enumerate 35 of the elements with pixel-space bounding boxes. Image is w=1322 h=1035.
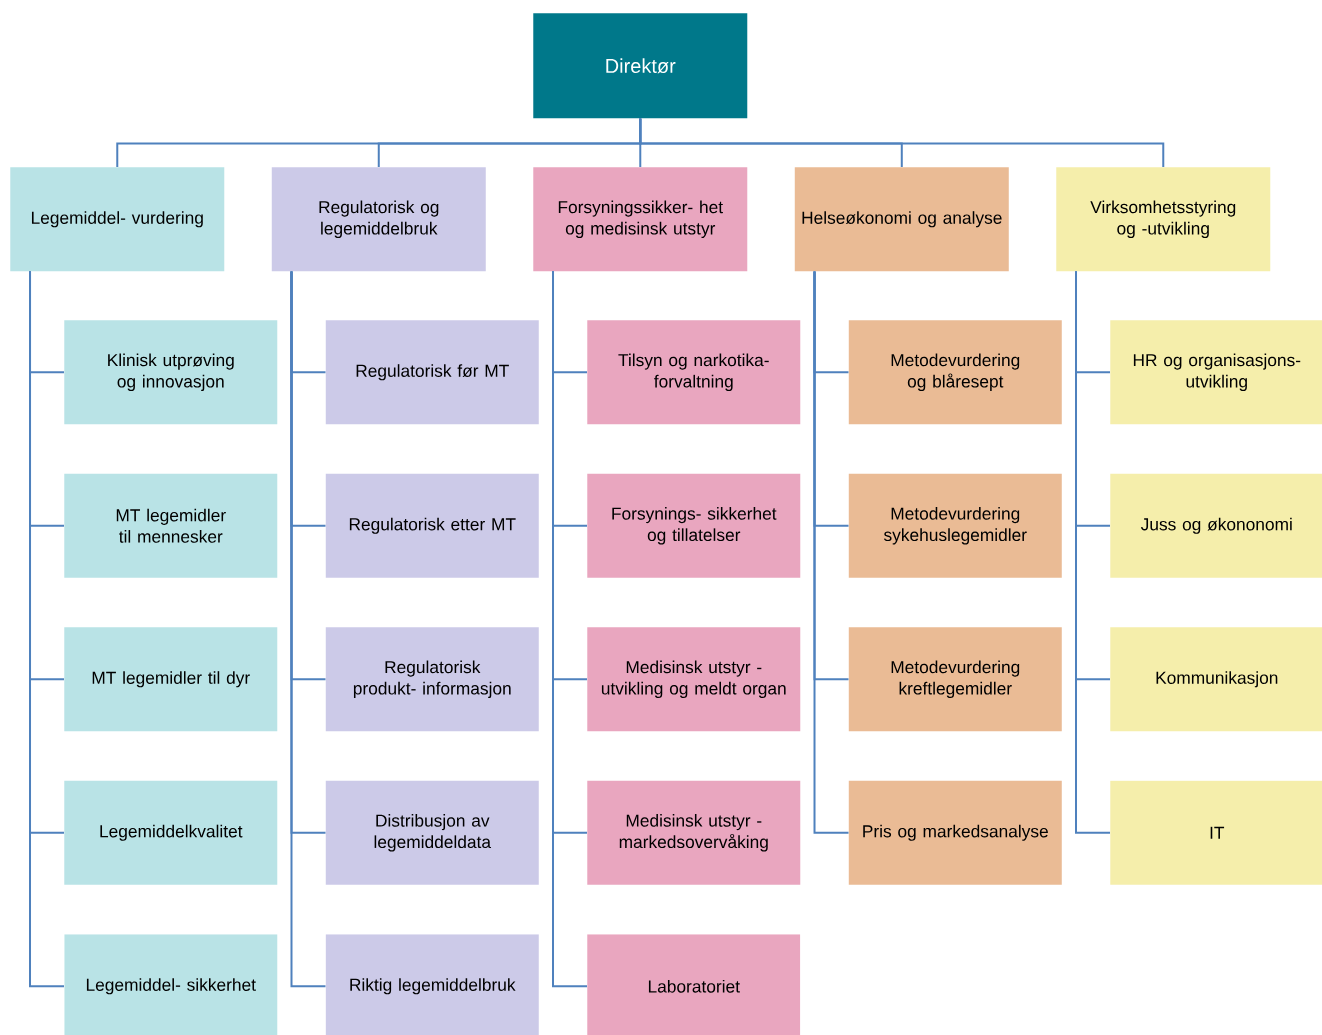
section-box: IT	[1110, 780, 1322, 885]
connector-line	[813, 270, 850, 834]
connector-line	[1075, 270, 1111, 834]
section-box: MT legemidler til mennesker	[64, 473, 278, 578]
department-box: Forsyningssikker- het og medisinsk utstyr	[533, 167, 748, 272]
section-box: Regulatorisk før MT	[325, 320, 539, 425]
section-box: Regulatorisk produkt- informasjon	[325, 627, 539, 732]
section-box: Pris og markedsanalyse	[848, 780, 1062, 885]
section-box: Medisinsk utstyr - markedsovervåking	[587, 780, 801, 885]
section-box: Metodevurdering og blåresept	[848, 320, 1062, 425]
department-box: Helseøkonomi og analyse	[794, 167, 1009, 272]
section-box: Regulatorisk etter MT	[325, 473, 539, 578]
section-box: Medisinsk utstyr - utvikling og meldt organ	[587, 627, 801, 732]
section-box: Riktig legemiddelbruk	[325, 934, 539, 1035]
connector-line	[29, 270, 65, 988]
director-box: Direktør	[533, 13, 748, 119]
connector-line	[639, 117, 1165, 168]
section-box: Metodevurdering kreftlegemidler	[848, 627, 1062, 732]
section-box: Legemiddel- sikkerhet	[64, 934, 278, 1035]
connector-line	[552, 270, 588, 988]
section-box: Juss og økononomi	[1110, 473, 1322, 578]
section-box: Forsynings- sikkerhet og tillatelser	[587, 473, 801, 578]
section-box: Klinisk utprøving og innovasjon	[64, 320, 278, 425]
section-box: Laboratoriet	[587, 934, 801, 1035]
department-box: Virksomhetsstyring og -utvikling	[1056, 167, 1271, 272]
department-box: Legemiddel- vurdering	[10, 167, 225, 272]
section-box: Metodevurdering sykehuslegemidler	[848, 473, 1062, 578]
section-box: HR og organisasjons- utvikling	[1110, 320, 1322, 425]
connector-line	[290, 270, 327, 988]
section-box: Tilsyn og narkotika- forvaltning	[587, 320, 801, 425]
section-box: Legemiddelkvalitet	[64, 780, 278, 885]
section-box: Kommunikasjon	[1110, 627, 1322, 732]
department-box: Regulatorisk og legemiddelbruk	[271, 167, 486, 272]
section-box: MT legemidler til dyr	[64, 627, 278, 732]
section-box: Distribusjon av legemiddeldata	[325, 780, 539, 885]
